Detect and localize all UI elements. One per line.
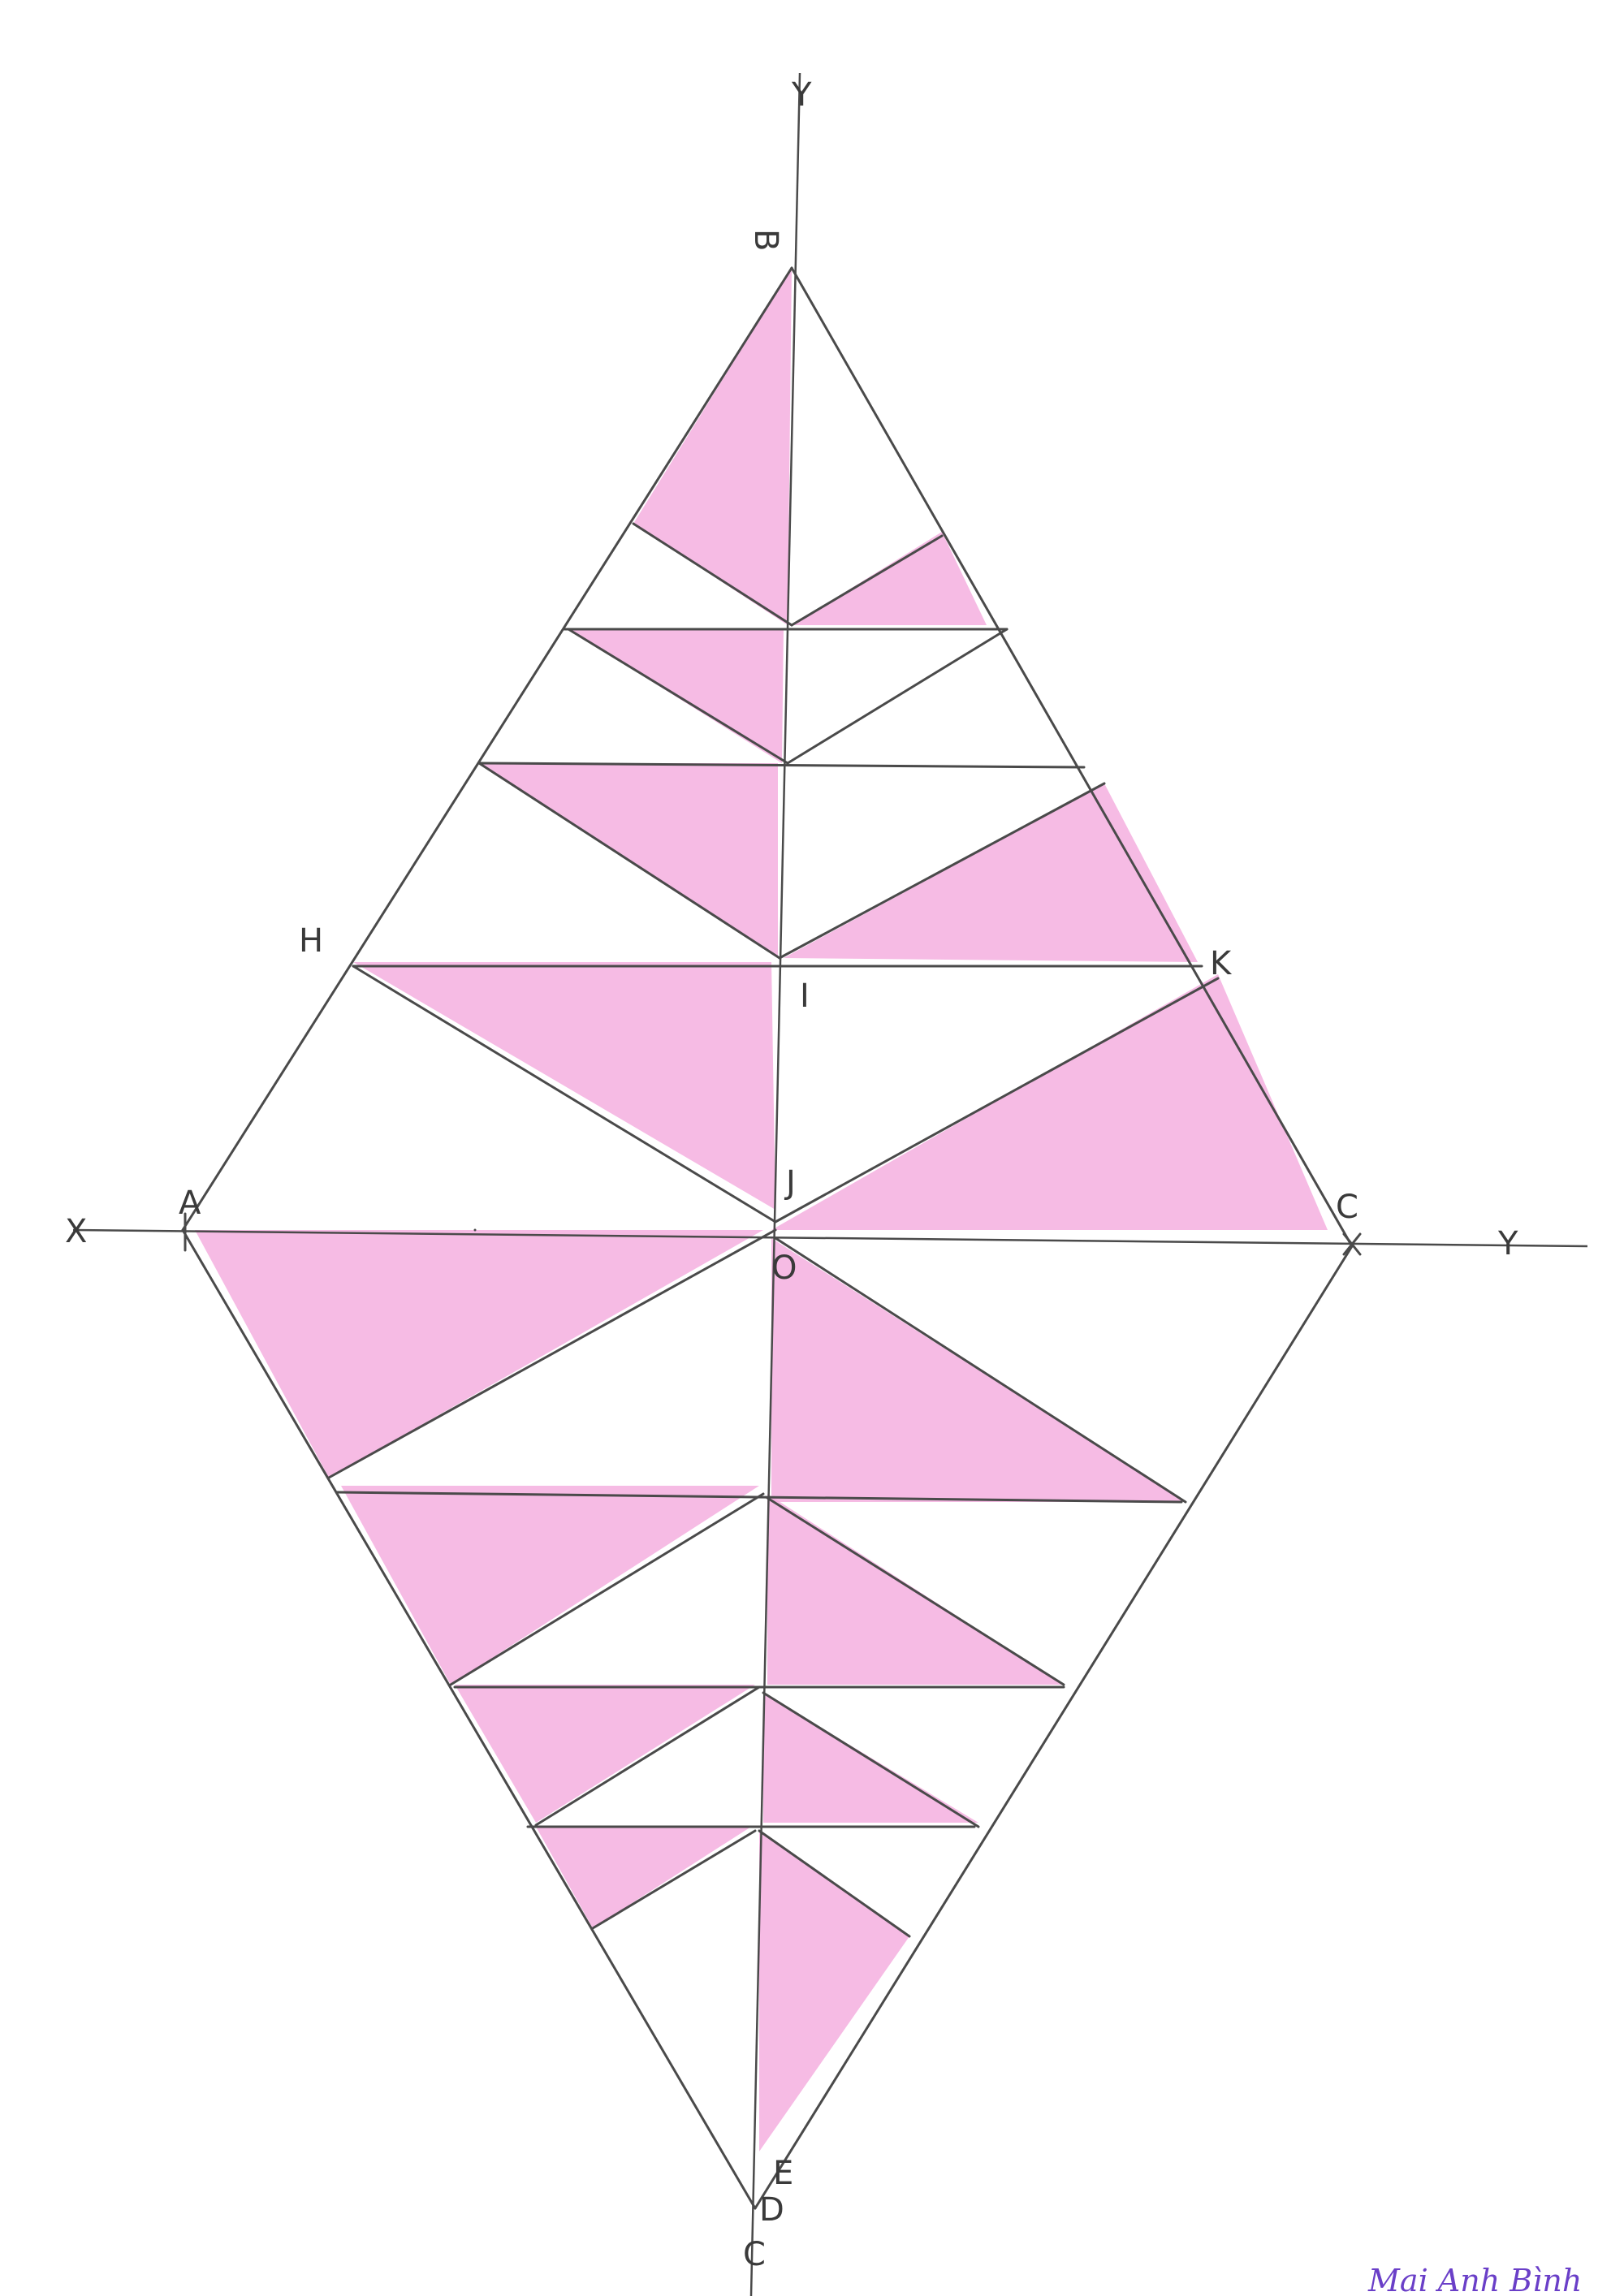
diagonal [766, 1496, 1065, 1686]
shaded-triangle [771, 974, 1328, 1230]
vertex-marks [184, 1212, 1362, 1256]
shaded-triangle [633, 268, 792, 625]
diagonal [477, 762, 781, 960]
label-j: J [784, 1164, 796, 1202]
diagonal [778, 782, 1106, 960]
label-k: K [1210, 945, 1233, 982]
label-e: E [773, 2155, 793, 2192]
diagonal [762, 1691, 980, 1828]
shaded-triangle [195, 1230, 763, 1478]
diagonal [591, 1829, 757, 1930]
label-i: I [800, 978, 810, 1015]
diagonal [567, 628, 789, 765]
label-x-left: X [65, 1213, 87, 1250]
axes-group [72, 72, 1588, 2296]
diagonal-lines [327, 522, 1220, 1938]
shaded-triangle [455, 1685, 755, 1823]
label-a: A [179, 1185, 201, 1222]
diagonal [774, 977, 1220, 1224]
label-o: O [771, 1249, 797, 1287]
shaded-triangle [784, 783, 1198, 962]
label-y-right: Y [1497, 1225, 1518, 1262]
diagonal [352, 965, 777, 1224]
diagonal [327, 1228, 777, 1479]
diagonal [758, 1829, 911, 1938]
labels-group: Y B H I K X A C Y O J E D C [65, 76, 1518, 2273]
edge-cd [754, 1245, 1354, 2210]
edge-ab [181, 266, 793, 1232]
shaded-triangle [792, 532, 987, 625]
label-b: B [747, 229, 784, 251]
label-d: D [759, 2191, 784, 2229]
shaded-triangle [353, 962, 775, 1210]
signature: Mai Anh Bình [1367, 2263, 1582, 2296]
edge-bc [790, 266, 1354, 1248]
x-axis-horizontal [72, 1228, 1588, 1248]
diagonal [632, 522, 793, 627]
label-c: C [1336, 1189, 1358, 1226]
edge-da [181, 1228, 757, 2210]
label-y-top: Y [791, 76, 812, 114]
rhombus-outline [181, 266, 1354, 2210]
label-h: H [299, 922, 323, 960]
diagonal [786, 628, 1009, 765]
diagonal [790, 534, 944, 627]
diagonal [774, 1236, 1187, 1504]
tick-c [1342, 1232, 1362, 1256]
shaded-triangle [536, 1827, 751, 1928]
shaded-triangle [341, 1486, 759, 1685]
chord [477, 762, 1086, 769]
label-c-bottom: C [743, 2236, 766, 2273]
diagonal [449, 1492, 765, 1686]
diagonal [534, 1685, 761, 1827]
y-axis-vertical [749, 72, 801, 2296]
